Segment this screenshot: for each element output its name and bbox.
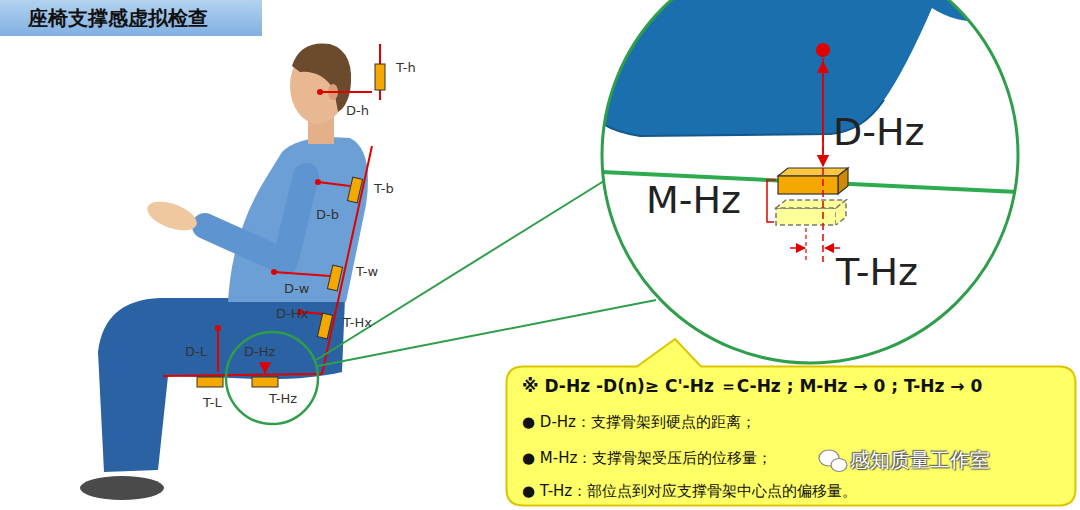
part-label: D-L [185, 345, 207, 360]
part-points [215, 89, 323, 331]
body-section [600, 0, 1020, 136]
part-label: T-w [356, 265, 378, 280]
formula-callout-box: ※ D-Hz -D(n)≥ C'-Hz ＝C-Hz ; M-Hz → 0 ; T… [505, 365, 1077, 507]
part-label: T-Hz [269, 392, 297, 407]
formula-text: ※ D-Hz -D(n)≥ C'-Hz ＝C-Hz ; M-Hz → 0 ; T… [522, 377, 982, 397]
zoom-detail [600, 0, 1020, 262]
dimension-label: T-Hz [836, 251, 918, 295]
part-label: D-Hz [244, 345, 275, 360]
part-label: T-L [203, 396, 222, 411]
part-label: T-Hx [343, 316, 372, 331]
title-banner: 座椅支撑感虚拟检查 [0, 0, 262, 36]
displaced-block [776, 208, 836, 225]
watermark: 感知质量工作室 [850, 449, 990, 472]
part-label: T-b [374, 182, 394, 197]
arm [205, 176, 306, 262]
part-label: T-h [396, 61, 416, 76]
hands [143, 196, 200, 236]
zoom-circle-outline [602, 0, 1018, 363]
zoom-leader [316, 176, 612, 360]
support-frame [163, 44, 380, 376]
part-label: D-Hx [276, 307, 308, 322]
definition-text: ● D-Hz：支撑骨架到硬点的距离； [522, 414, 756, 431]
dimension-label: M-Hz [646, 179, 741, 223]
definition-text: ● M-Hz：支撑骨架受压后的位移量； [522, 450, 772, 467]
part-label: D-w [284, 282, 309, 297]
support-blocks [197, 64, 385, 387]
pants [98, 298, 345, 472]
part-label: D-h [346, 104, 369, 119]
callout-outline [507, 339, 1076, 506]
shoe [80, 476, 164, 500]
hard-point [816, 43, 830, 57]
dimension-label: D-Hz [833, 111, 925, 155]
zoom-circle-node: D-HzM-HzT-Hz [600, 0, 1020, 365]
support-block [778, 168, 848, 176]
zoom-leader [318, 300, 656, 366]
part-label: D-b [316, 208, 339, 223]
hair [292, 43, 351, 112]
definition-text: ● T-Hz：部位点到对应支撑骨架中心点的偏移量。 [522, 483, 857, 500]
zoom-circle [226, 332, 318, 424]
